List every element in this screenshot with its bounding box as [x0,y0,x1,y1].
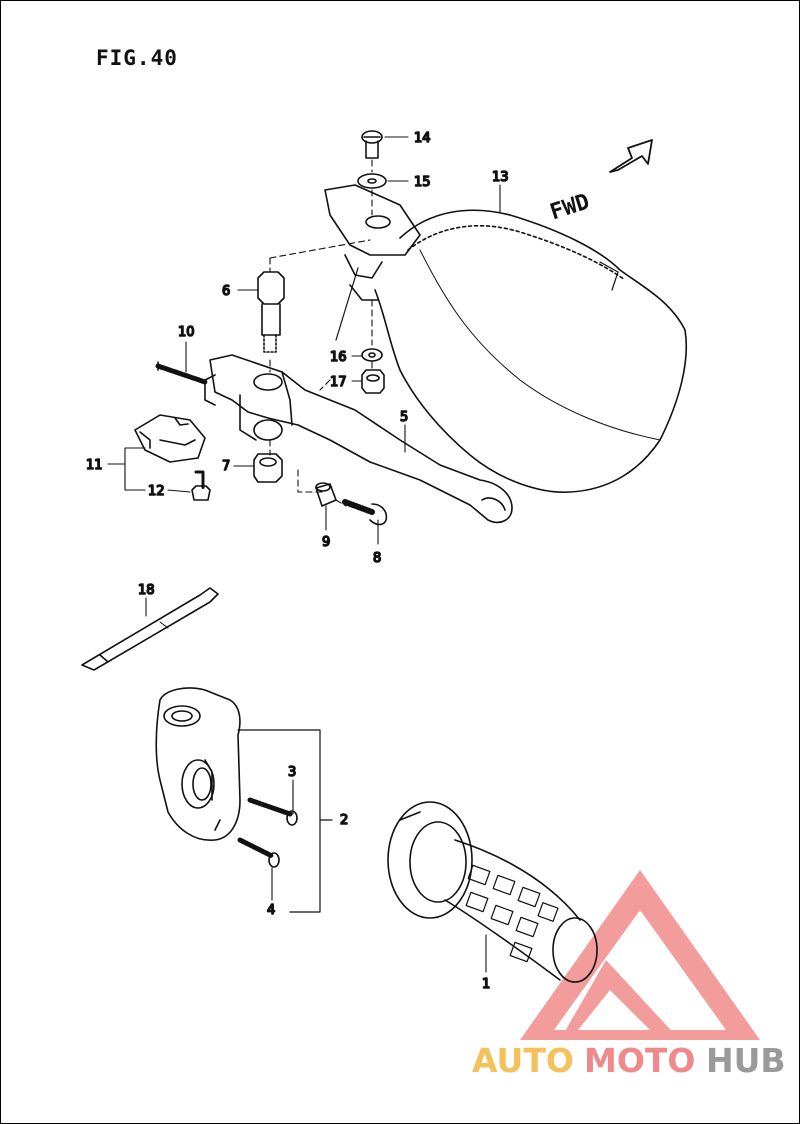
cable-tie-part-18 [81,587,219,671]
watermark-text: AUTO MOTO HUB [472,1041,786,1080]
watermark-logo-icon [520,870,760,1040]
callout-16: 16 [330,350,347,365]
callout-6: 6 [222,284,230,299]
fwd-label: FWD [547,189,593,225]
guard-bracket-part [324,184,421,301]
callout-8: 8 [373,551,381,566]
callout-leaders [107,136,501,973]
clutch-lever-part-5 [204,354,513,524]
callout-bracket [237,729,333,913]
callout-13: 13 [492,170,509,185]
callout-12: 12 [148,484,165,499]
watermark-moto: MOTO [584,1041,695,1080]
screw-part-3 [247,797,298,826]
nut-part-7 [253,453,283,483]
callout-5: 5 [400,410,408,425]
callout-2: 2 [340,813,348,828]
callout-11: 11 [86,458,103,473]
hand-guard-part [374,209,688,493]
adjuster-screw-part-10 [155,361,208,385]
callout-3: 3 [288,765,296,780]
watermark-hub: HUB [706,1041,786,1080]
watermark-auto: AUTO [472,1041,574,1080]
callout-15: 15 [414,175,431,190]
callout-14: 14 [414,131,431,146]
switch-part-11 [134,414,206,463]
housing-part-2 [155,687,241,841]
grip-part-1 [387,801,598,983]
leader-lines [269,159,373,507]
callout-9: 9 [322,535,330,550]
callout-17: 17 [330,375,347,390]
nut-part-17 [361,369,385,394]
forward-arrow-icon [609,139,653,173]
pivot-bolt-part-6 [257,271,285,353]
callout-18: 18 [138,583,155,598]
callout-1: 1 [482,977,490,992]
bolt-part-8 [342,499,388,526]
callout-4: 4 [267,903,275,918]
bolt-part-14 [361,130,383,159]
washer-part-15 [357,173,387,189]
screw-part-12 [191,470,211,501]
callout-labels: 14 15 13 6 10 16 17 5 11 7 12 9 8 18 3 2… [85,130,509,993]
figure-title: FIG.40 [96,46,178,70]
callout-7: 7 [222,459,230,474]
callout-10: 10 [178,325,195,340]
screw-part-4 [237,837,280,868]
collar-part-9 [315,482,337,507]
washer-part-16 [361,348,383,362]
